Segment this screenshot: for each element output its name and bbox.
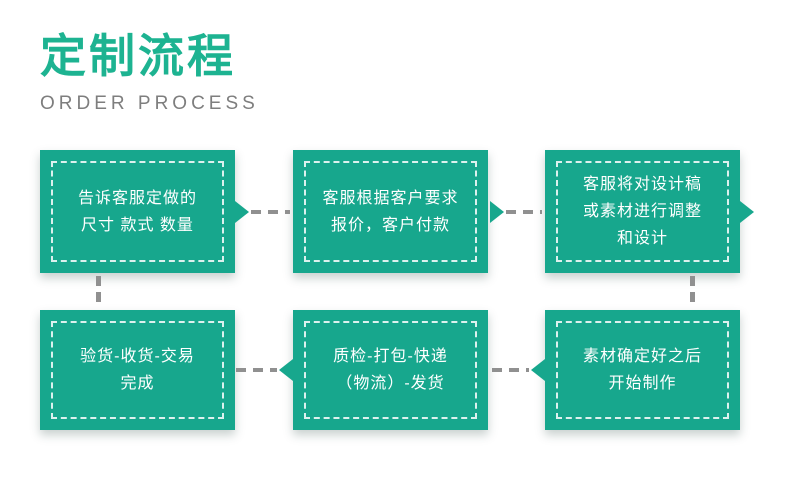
header: 定制流程 ORDER PROCESS <box>40 28 259 115</box>
step-text: 质检-打包-快递 （物流）-发货 <box>333 343 448 397</box>
flow-step-2: 客服根据客户要求 报价，客户付款 <box>293 150 488 273</box>
arrow-right-icon <box>740 201 754 223</box>
flow-step-3: 客服将对设计稿 或素材进行调整 和设计 <box>545 150 740 273</box>
arrow-right-icon <box>490 201 504 223</box>
dashed-connector-2-3 <box>506 210 542 214</box>
step-4-line-1: 素材确定好之后 <box>582 348 702 365</box>
dashed-connector-5-6 <box>236 368 277 372</box>
arrow-right-icon <box>235 201 249 223</box>
step-6-line-1: 验货-收货-交易 <box>80 348 195 365</box>
page-title: 定制流程 <box>40 30 236 82</box>
step-text: 素材确定好之后 开始制作 <box>583 343 702 397</box>
step-2-line-1: 客服根据客户要求 <box>322 189 459 207</box>
dashed-connector-4-5 <box>492 368 529 372</box>
step-6-line-2: 完成 <box>120 375 155 392</box>
step-text: 客服将对设计稿 或素材进行调整 和设计 <box>583 171 702 252</box>
step-3-line-2: 或素材进行调整 <box>582 203 702 220</box>
flow-step-4: 素材确定好之后 开始制作 <box>545 310 740 430</box>
page-subtitle: ORDER PROCESS <box>40 93 259 114</box>
flow-step-5: 质检-打包-快递 （物流）-发货 <box>293 310 488 430</box>
step-3-line-1: 客服将对设计稿 <box>582 176 702 193</box>
dashed-connector-1-2 <box>251 210 290 214</box>
flow-step-1: 告诉客服定做的 尺寸 款式 数量 <box>40 150 235 273</box>
step-text: 客服根据客户要求 报价，客户付款 <box>322 185 458 239</box>
flow-step-6: 验货-收货-交易 完成 <box>40 310 235 430</box>
step-4-line-2: 开始制作 <box>608 375 677 392</box>
step-1-line-2: 尺寸 款式 数量 <box>81 216 194 234</box>
step-5-line-1: 质检-打包-快递 <box>333 348 448 365</box>
arrow-left-icon <box>531 359 545 381</box>
dashed-connector-3-4 <box>690 276 695 308</box>
step-text: 告诉客服定做的 尺寸 款式 数量 <box>78 185 197 239</box>
step-2-line-2: 报价，客户付款 <box>330 216 450 234</box>
dashed-connector-1-6 <box>96 276 101 308</box>
step-text: 验货-收货-交易 完成 <box>80 343 195 397</box>
arrow-left-icon <box>279 359 293 381</box>
step-1-line-1: 告诉客服定做的 <box>77 189 197 207</box>
step-3-line-3: 和设计 <box>616 230 668 247</box>
step-5-line-2: （物流）-发货 <box>336 375 445 392</box>
